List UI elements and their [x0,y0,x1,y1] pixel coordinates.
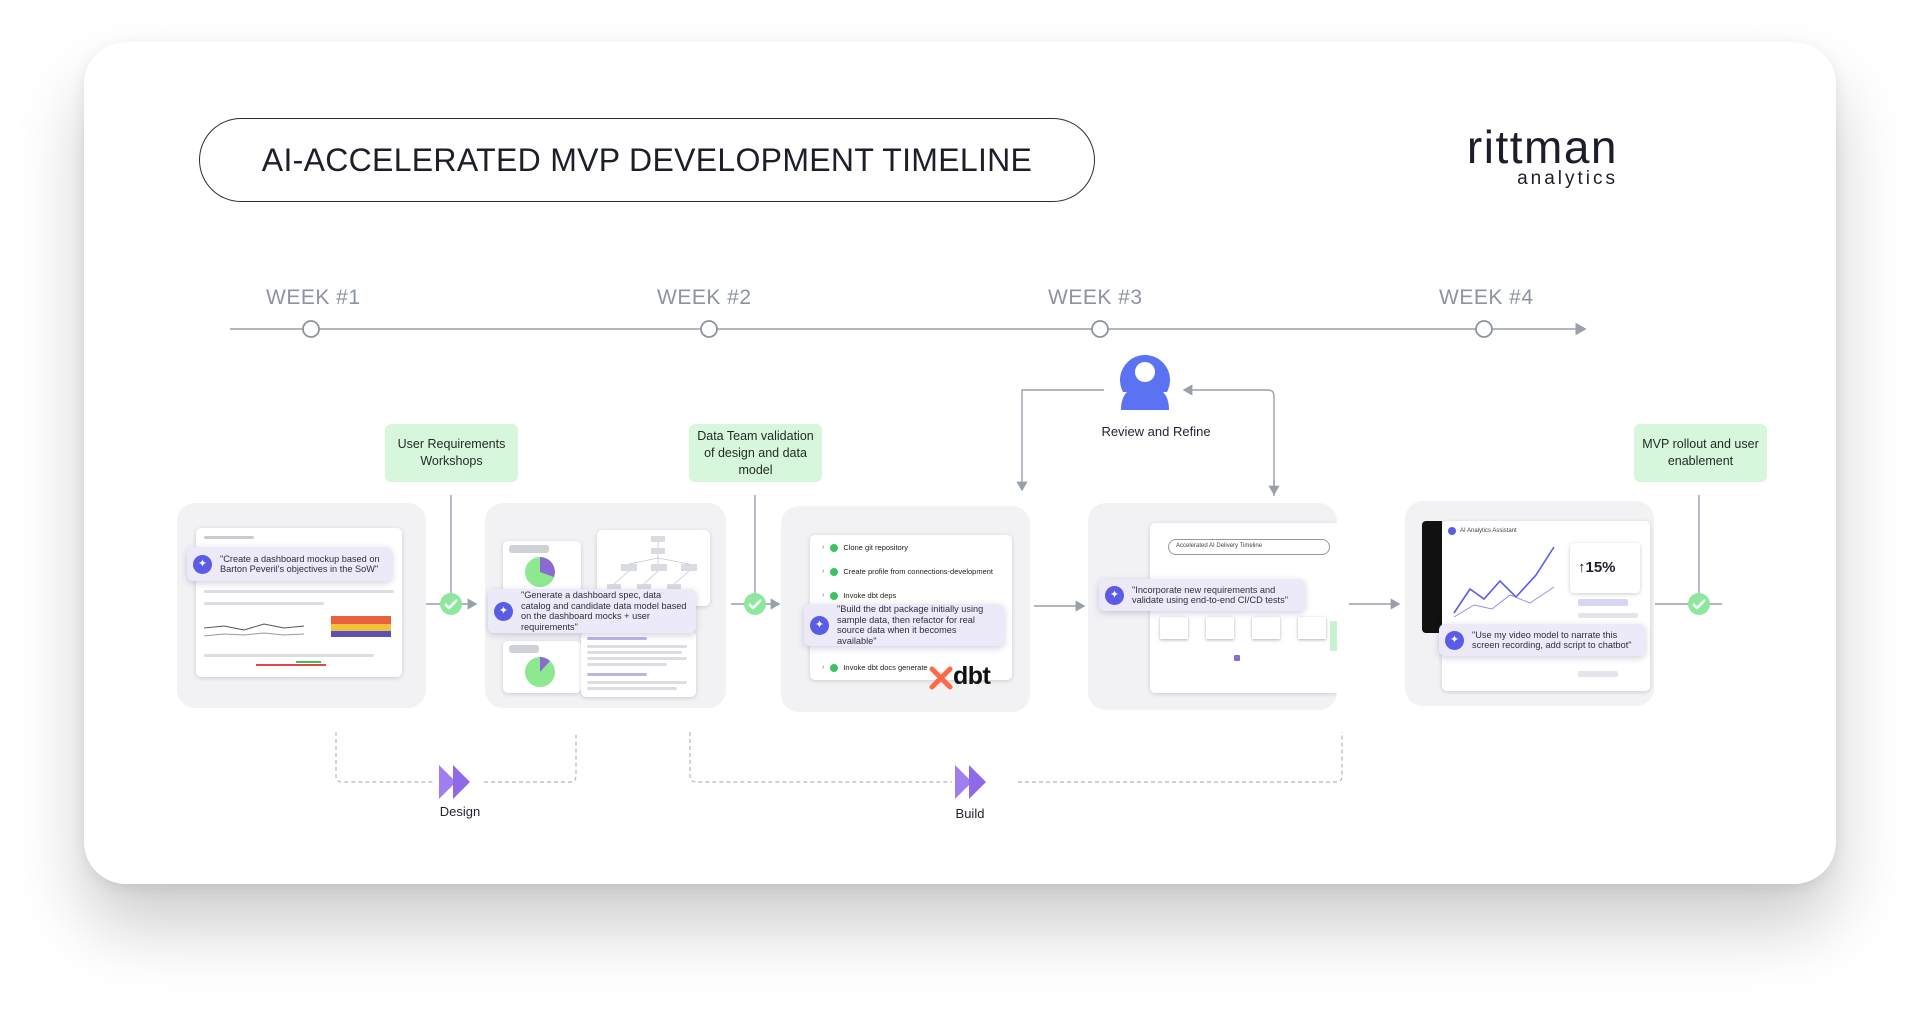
task-item: ›Invoke dbt deps [822,591,897,600]
week-2-label: WEEK #2 [657,286,752,309]
week-1-label: WEEK #1 [266,286,361,309]
week-2-node [700,320,718,338]
panel-review-cicd: Accelerated AI Delivery Timeline ✦ "Inco… [1088,503,1337,710]
milestone-rollout: MVP rollout and user enablement [1634,424,1767,482]
double-chevron-icon [955,765,986,799]
timeline-axis [230,320,1587,338]
page-title: AI-ACCELERATED MVP DEVELOPMENT TIMELINE [199,118,1095,202]
panel-ai-assistant: AI Analytics Assistant ↑15% ✦ "Use my vi… [1405,501,1654,706]
week-4-node [1475,320,1493,338]
phase-build-label: Build [955,806,985,821]
infographic-card [84,42,1836,884]
week-1-node [302,320,320,338]
sparkle-icon: ✦ [810,615,829,635]
panel-dbt-build: ›Clone git repository ›Create profile fr… [781,506,1030,712]
milestone-workshops: User Requirements Workshops [385,424,518,482]
sparkle-icon: ✦ [193,554,212,574]
double-chevron-icon [439,765,470,799]
task-item: ›Invoke dbt docs generate [822,663,928,672]
check-icon [1688,593,1710,615]
dbt-logo-icon [929,666,953,690]
phase-design-label: Design [439,804,481,819]
week-3-label: WEEK #3 [1048,286,1143,309]
prompt-review-cicd: ✦ "Incorporate new requirements and vali… [1099,579,1305,611]
sparkle-icon: ✦ [494,601,513,621]
company-logo: rittman analytics [1438,124,1618,190]
logo-main: rittman [1466,121,1618,173]
panel-data-model: ✦ "Generate a dashboard spec, data catal… [485,503,726,708]
week-4-label: WEEK #4 [1439,286,1534,309]
trend-chart-thumbnail [1453,546,1555,618]
chart-tile-1 [503,541,581,593]
check-icon [440,593,462,615]
task-item: ›Create profile from connections-develop… [822,567,994,576]
task-item: ›Clone git repository [822,543,908,552]
app-sidebar [1422,521,1442,633]
prompt-data-model: ✦ "Generate a dashboard spec, data catal… [488,589,696,633]
prompt-dbt-build: ✦ "Build the dbt package initially using… [804,604,1004,646]
prompt-dashboard-mockup: ✦ "Create a dashboard mockup based on Ba… [187,547,392,581]
sparkle-icon: ✦ [1445,630,1464,650]
dbt-logo-text: dbt [953,662,991,690]
chart-tile-2 [503,641,581,693]
check-icon [830,543,839,552]
review-refine-label: Review and Refine [1101,424,1211,439]
check-icon [744,593,766,615]
spec-document-screenshot [581,631,696,697]
check-icon [830,567,839,576]
logo-sub: analytics [1517,168,1618,189]
week-3-node [1091,320,1109,338]
line-chart-thumbnail [204,623,305,637]
metric-value: ↑15% [1578,559,1616,576]
check-icon [830,663,839,672]
prompt-ai-assistant: ✦ "Use my video model to narrate this sc… [1439,624,1645,656]
milestone-validation: Data Team validation of design and data … [689,424,822,482]
check-icon [830,591,839,600]
assistant-screenshot: AI Analytics Assistant ↑15% [1442,521,1650,691]
sparkle-icon: ✦ [1105,585,1124,605]
panel-dashboard-mockup: ✦ "Create a dashboard mockup based on Ba… [177,503,426,708]
